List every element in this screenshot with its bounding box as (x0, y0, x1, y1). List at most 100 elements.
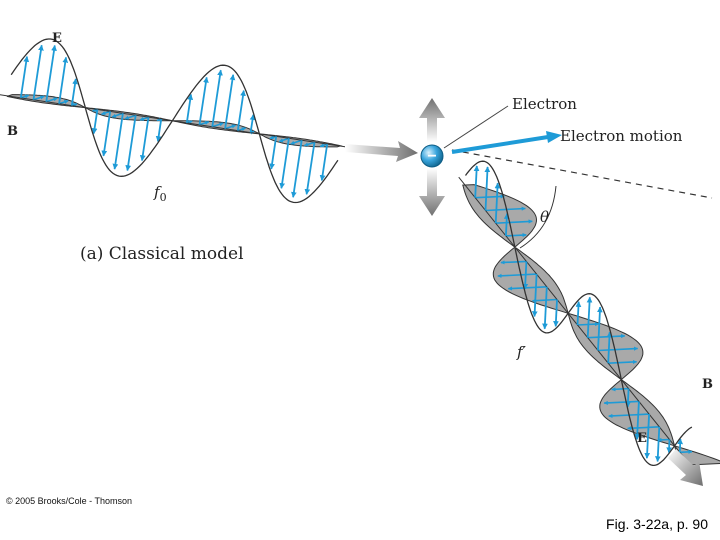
electron-label: Electron (512, 95, 577, 113)
scattered-e-field-arrow (473, 165, 480, 198)
classical-model-caption: (a) Classical model (80, 244, 244, 264)
scattered-e-field-arrow (644, 414, 651, 459)
incident-e-field-arrow (58, 56, 69, 104)
theta-label: θ (540, 208, 549, 226)
scattered-e-field-arrow (606, 331, 613, 364)
scattered-b-field-arrow (495, 219, 533, 224)
scattered-b-field-arrow (597, 346, 639, 352)
incident-b-field-arrow (101, 110, 111, 116)
electron-sign: − (427, 148, 436, 165)
undeflected-direction-line (451, 149, 713, 199)
incident-b-field-arrow (124, 114, 136, 120)
scattered-e-field-arrow (677, 438, 684, 453)
incident-b-field-arrow (139, 116, 149, 121)
incident-e-field-arrow (125, 115, 137, 172)
electron-pointer-line (443, 105, 509, 149)
scattered-b-field-arrow (657, 437, 670, 442)
incident-e-field-arrow (249, 114, 256, 133)
scattered-e-field-arrow (531, 274, 538, 317)
scattered-b-field-arrow (587, 334, 626, 339)
e-field-label-scattered: E (637, 431, 647, 446)
scattered-e-field-arrow (596, 306, 603, 351)
incident-e-field-curve (10, 38, 339, 204)
scattered-e-field-arrow (654, 426, 661, 462)
incident-b-field-arrow (212, 122, 224, 128)
incident-e-field-arrow (112, 113, 124, 170)
incident-e-field-arrow (91, 109, 99, 135)
theta-arc (519, 185, 557, 249)
scattered-e-field-arrow (634, 401, 641, 440)
scattered-b-field-arrow (679, 449, 693, 454)
b-field-label-scattered: B (702, 377, 713, 392)
scattered-b-field-arrow (475, 194, 505, 199)
scattered-e-field-arrow (666, 439, 673, 454)
incident-e-field-arrow (291, 140, 303, 198)
outgoing-arrow (668, 449, 703, 486)
incident-e-field-arrow (319, 143, 329, 181)
b-field-label-incident: B (7, 124, 18, 139)
incident-e-field-arrow (19, 56, 30, 99)
scattered-b-field-arrow (500, 260, 527, 265)
scattered-b-field-arrow (485, 206, 526, 212)
incident-b-field-arrow (111, 112, 124, 118)
incident-b-field-arrow (269, 135, 277, 140)
incident-b-field-arrow (278, 137, 290, 143)
electron-motion-arrow (451, 135, 549, 154)
scattered-e-field-arrow (494, 182, 501, 224)
incident-e-field-arrow (45, 44, 57, 102)
incident-b-field-arrow (290, 139, 302, 145)
scattered-e-field-arrow (575, 301, 582, 326)
electron-oscillation-up-arrow (419, 98, 445, 142)
incident-e-field-arrow (211, 69, 223, 127)
incident-b-field-arrow (58, 99, 69, 105)
scattered-b-field-arrow (608, 359, 638, 365)
figure-reference: Fig. 3-22a, p. 90 (606, 516, 708, 532)
frequency-label-scattered: f′ (516, 343, 527, 361)
electron-oscillation-down-arrow (419, 168, 445, 216)
incident-wave (0, 38, 350, 204)
incident-b-field-arrow (303, 141, 315, 147)
scattered-e-field-arrow (586, 296, 593, 338)
incident-e-field-arrow (139, 117, 150, 162)
incident-e-field-arrow (304, 142, 316, 195)
incident-e-field-arrow (70, 78, 78, 106)
incident-b-field-arrow (33, 95, 45, 101)
scattered-e-field-arrow (484, 166, 491, 211)
incident-e-field-arrow (32, 44, 44, 100)
incident-e-field-arrow (224, 74, 236, 129)
e-field-label-incident: E (52, 31, 62, 46)
scattered-e-field-arrow (503, 213, 510, 236)
scattered-wave (458, 160, 720, 474)
incident-e-field-arrow (101, 111, 112, 157)
incident-e-field-arrow (198, 76, 209, 125)
incident-b-field-arrow (46, 97, 58, 103)
incident-b-field-arrow (20, 94, 30, 99)
scattered-e-field-arrow (542, 286, 548, 330)
scattered-e-field-curve (464, 160, 693, 467)
scattered-b-field-arrow (497, 273, 537, 278)
scattered-b-field-arrow (532, 298, 558, 303)
incident-e-field-arrow (279, 138, 290, 189)
incident-e-field-arrow (185, 93, 194, 124)
scattered-e-field-arrow (522, 261, 529, 290)
incident-b-field-arrow (199, 120, 210, 126)
scattered-e-field-arrow (553, 299, 559, 327)
electron-motion-arrowhead (546, 131, 562, 143)
incident-e-field-arrow (269, 136, 278, 170)
incident-e-field-arrow (236, 90, 246, 131)
scattered-b-field-arrow (611, 387, 629, 392)
incoming-arrow (345, 141, 418, 162)
incident-e-field-arrow (155, 118, 163, 142)
electron-sphere (420, 144, 444, 168)
incident-b-field-arrow (237, 127, 246, 132)
incident-b-field-arrow (319, 143, 328, 148)
scattered-b-field-arrow (505, 233, 527, 238)
electron-motion-label: Electron motion (560, 127, 683, 145)
incident-b-field-arrow (224, 124, 236, 130)
scattered-e-field-arrow (625, 388, 631, 408)
frequency-label-incident: f0 (153, 183, 167, 204)
incident-propagation-axis (0, 94, 350, 148)
scattered-b-field-arrow (603, 400, 639, 405)
copyright-notice: © 2005 Brooks/Cole - Thomson (6, 496, 133, 506)
